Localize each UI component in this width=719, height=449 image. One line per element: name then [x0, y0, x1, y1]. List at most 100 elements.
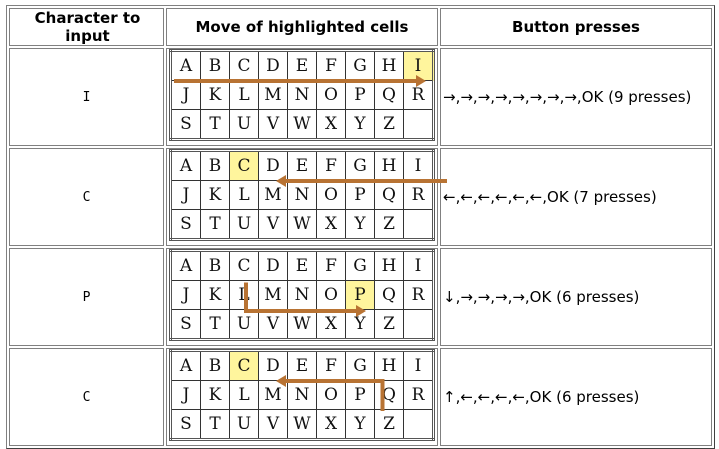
- keyboard-input-table: Character to input Move of highlighted c…: [6, 5, 715, 449]
- presses-cell: ←,←,←,←,←,←,OK (7 presses): [440, 148, 712, 246]
- grid-letter-j: J: [170, 80, 201, 110]
- grid-letter-r: R: [403, 380, 434, 410]
- grid-letter-r: R: [403, 80, 434, 110]
- grid-letter-i: I: [403, 150, 434, 181]
- grid-letter-n: N: [287, 180, 317, 210]
- presses-cell: ↑,←,←,←,←,OK (6 presses): [440, 348, 712, 446]
- grid-letter-a: A: [170, 250, 201, 281]
- grid-letter-f: F: [316, 50, 346, 81]
- highlighted-cell-c: C: [229, 350, 259, 381]
- grid-letter-v: V: [258, 309, 288, 340]
- grid-letter-m: M: [258, 380, 288, 410]
- grid-letter-q: Q: [374, 180, 404, 210]
- grid-letter-z: Z: [374, 209, 404, 240]
- grid-letter-z: Z: [374, 309, 404, 340]
- grid-letter-z: Z: [374, 409, 404, 440]
- grid-letter-z: Z: [374, 109, 404, 140]
- grid-letter-d: D: [258, 150, 288, 181]
- grid-letter-w: W: [287, 209, 317, 240]
- grid-letter-f: F: [316, 350, 346, 381]
- grid-letter-x: X: [316, 409, 346, 440]
- grid-letter-w: W: [287, 109, 317, 140]
- character-cell: C: [9, 348, 164, 446]
- grid-letter-p: P: [345, 380, 375, 410]
- header-row: Character to input Move of highlighted c…: [9, 8, 712, 46]
- grid-letter-f: F: [316, 250, 346, 281]
- grid-letter-u: U: [229, 409, 259, 440]
- grid-letter-h: H: [374, 250, 404, 281]
- grid-letter-x: X: [316, 209, 346, 240]
- grid-letter-q: Q: [374, 380, 404, 410]
- grid-letter-y: Y: [345, 409, 375, 440]
- grid-letter-x: X: [316, 309, 346, 340]
- grid-letter-s: S: [170, 309, 201, 340]
- grid-letter-c: C: [229, 250, 259, 281]
- grid-letter-y: Y: [345, 109, 375, 140]
- grid-letter-j: J: [170, 280, 201, 310]
- grid-letter-f: F: [316, 150, 346, 181]
- grid-letter-empty: [403, 209, 434, 240]
- grid-letter-r: R: [403, 180, 434, 210]
- grid-letter-b: B: [200, 50, 230, 81]
- grid-letter-k: K: [200, 180, 230, 210]
- grid-letter-b: B: [200, 150, 230, 181]
- grid-letter-u: U: [229, 309, 259, 340]
- grid-letter-i: I: [403, 250, 434, 281]
- grid-letter-l: L: [229, 180, 259, 210]
- grid-letter-h: H: [374, 350, 404, 381]
- grid-letter-n: N: [287, 280, 317, 310]
- grid-letter-p: P: [345, 180, 375, 210]
- grid-letter-n: N: [287, 80, 317, 110]
- grid-letter-q: Q: [374, 280, 404, 310]
- grid-letter-empty: [403, 309, 434, 340]
- grid-letter-o: O: [316, 280, 346, 310]
- grid-letter-y: Y: [345, 309, 375, 340]
- presses-cell: →,→,→,→,→,→,→,→,OK (9 presses): [440, 48, 712, 146]
- grid-letter-b: B: [200, 250, 230, 281]
- grid-letter-w: W: [287, 309, 317, 340]
- grid-letter-s: S: [170, 109, 201, 140]
- grid-letter-i: I: [403, 350, 434, 381]
- grid-letter-u: U: [229, 109, 259, 140]
- character-cell: P: [9, 248, 164, 346]
- grid-letter-j: J: [170, 380, 201, 410]
- grid-letter-e: E: [287, 250, 317, 281]
- grid-letter-k: K: [200, 280, 230, 310]
- grid-letter-t: T: [200, 109, 230, 140]
- grid-letter-t: T: [200, 209, 230, 240]
- grid-letter-l: L: [229, 380, 259, 410]
- grid-letter-m: M: [258, 180, 288, 210]
- grid-letter-s: S: [170, 209, 201, 240]
- grid-letter-a: A: [170, 350, 201, 381]
- grid-letter-d: D: [258, 250, 288, 281]
- grid-letter-m: M: [258, 80, 288, 110]
- grid-letter-l: L: [229, 280, 259, 310]
- grid-letter-b: B: [200, 350, 230, 381]
- grid-letter-e: E: [287, 150, 317, 181]
- grid-letter-m: M: [258, 280, 288, 310]
- grid-letter-t: T: [200, 309, 230, 340]
- grid-letter-o: O: [316, 380, 346, 410]
- grid-letter-a: A: [170, 150, 201, 181]
- character-cell: I: [9, 48, 164, 146]
- presses-cell: ↓,→,→,→,→,OK (6 presses): [440, 248, 712, 346]
- highlighted-cell-p: P: [345, 280, 375, 310]
- grid-letter-s: S: [170, 409, 201, 440]
- grid-letter-d: D: [258, 350, 288, 381]
- grid-letter-a: A: [170, 50, 201, 81]
- grid-letter-v: V: [258, 209, 288, 240]
- grid-letter-e: E: [287, 50, 317, 81]
- grid-letter-g: G: [345, 350, 375, 381]
- highlighted-cell-c: C: [229, 150, 259, 181]
- grid-letter-c: C: [229, 50, 259, 81]
